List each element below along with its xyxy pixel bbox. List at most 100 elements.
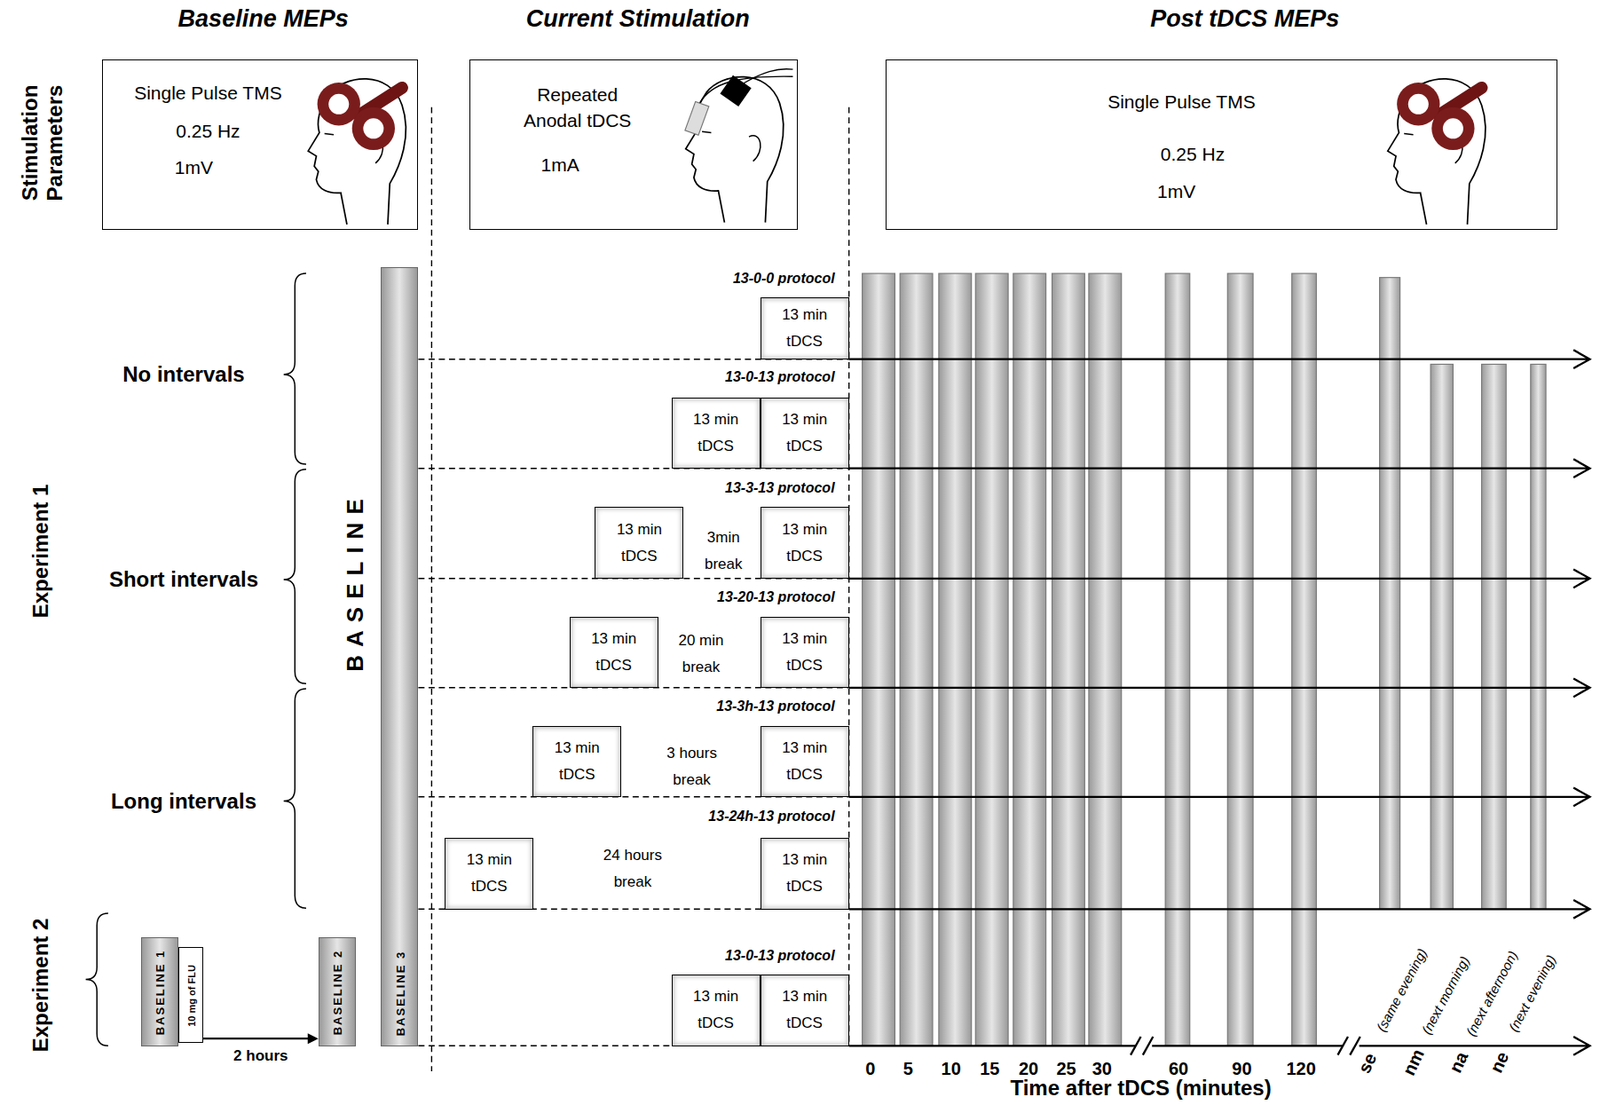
box-text: 13 min tDCS	[606, 516, 671, 570]
box-text: 13 min tDCS	[772, 301, 837, 355]
tick-label: 15	[979, 1057, 1000, 1079]
box-text: 13 min tDCS	[772, 734, 837, 789]
mep-bar	[1481, 363, 1507, 909]
axis-title: Time after tDCS (minutes)	[1009, 1075, 1271, 1101]
protocol-label: 13-3-13 protocol	[725, 480, 836, 497]
box-text: 13 min tDCS	[582, 625, 647, 679]
column-header: Post tDCS MEPs	[1150, 4, 1340, 32]
axis-break	[1130, 1036, 1361, 1056]
mep-bar	[1379, 277, 1401, 910]
time-note: (same evening)	[1372, 945, 1430, 1034]
tdcs-box: 13 min tDCS	[760, 297, 850, 360]
parameter-text: 1mV	[174, 154, 213, 181]
time-axis	[849, 568, 1591, 588]
tick-label: nm	[1398, 1046, 1429, 1080]
protocol-label: 13-0-13 protocol	[725, 947, 836, 964]
mep-bar	[1227, 273, 1254, 1046]
column-header: Current Stimulation	[526, 4, 750, 32]
parameter-text: 1mV	[1157, 177, 1196, 204]
brace	[283, 273, 307, 465]
mep-bar	[899, 273, 933, 1046]
protocol-label: 13-0-13 protocol	[725, 369, 836, 386]
parameter-text: Repeated Anodal tDCS	[515, 81, 640, 134]
stimulation-box: Single Pulse TMS0.25 Hz1mV	[102, 59, 418, 230]
break-label: 24 hours break	[598, 842, 668, 896]
row-header: Stimulation Parameters	[17, 76, 68, 210]
time-axis	[849, 1036, 1591, 1056]
parameter-text: 0.25 Hz	[1160, 141, 1225, 167]
protocol-label: 13-3h-13 protocol	[716, 698, 835, 715]
coil-wing	[317, 82, 361, 126]
coil-hole	[362, 118, 384, 139]
brace	[283, 688, 307, 908]
head-outline	[307, 78, 406, 225]
tick-label: 120	[1285, 1057, 1316, 1079]
connector	[203, 1032, 319, 1044]
coil-hole	[1442, 118, 1464, 139]
time-axis	[849, 787, 1591, 806]
mep-bar	[975, 273, 1009, 1046]
protocol-label: 13-0-0 protocol	[733, 270, 836, 287]
box-text: 13 min tDCS	[457, 846, 521, 900]
coil-wing	[1396, 82, 1440, 126]
connector-line	[203, 1037, 310, 1040]
mep-bar	[1013, 273, 1047, 1046]
braces	[86, 273, 307, 1046]
tdcs-box: 13 min tDCS	[569, 616, 659, 688]
bar-text: 10 mg of FLU	[186, 964, 198, 1027]
bar-text: BASELINE 1	[153, 948, 167, 1035]
protocol-label: 13-20-13 protocol	[717, 589, 835, 606]
experiment-label: Experiment 2	[28, 917, 54, 1052]
mep-bars	[862, 273, 1546, 1046]
connector-label: 2 hours	[233, 1047, 288, 1065]
mep-bar	[1052, 273, 1086, 1046]
tdcs-box: 13 min tDCS	[760, 397, 850, 468]
bar-text: BASELINE 3	[393, 949, 407, 1036]
protocol-label: 13-24h-13 protocol	[708, 808, 835, 825]
baseline-label: BASELINE	[341, 491, 370, 672]
break-label: 3min break	[699, 524, 749, 578]
group-label: Short intervals	[109, 567, 259, 592]
tdcs-box: 13 min tDCS	[760, 837, 850, 909]
cathode-electrode	[685, 101, 710, 135]
mep-bar	[862, 273, 896, 1046]
head-ear	[748, 135, 761, 162]
box-text: 13 min tDCS	[684, 983, 749, 1037]
group-label: Long intervals	[110, 788, 257, 814]
parameter-text: 0.25 Hz	[175, 118, 240, 144]
experiment-label: Experiment 1	[28, 484, 54, 619]
arrow-head	[307, 1032, 319, 1044]
tick-label: se	[1354, 1049, 1381, 1077]
box-text: 13 min tDCS	[772, 846, 837, 900]
tms-head	[1387, 78, 1486, 225]
tms-head	[307, 78, 406, 225]
tdcs-box: 13 min tDCS	[594, 506, 684, 578]
tdcs-box: 13 min tDCS	[760, 725, 850, 797]
parameter-text: 1mA	[541, 150, 580, 177]
drug-box: 10 mg of FLU	[178, 946, 204, 1043]
mep-bar	[1430, 363, 1453, 909]
head-outline	[1387, 78, 1486, 225]
box-text: 13 min tDCS	[544, 734, 609, 789]
brace	[283, 469, 307, 684]
head-eye	[701, 131, 711, 133]
tdcs-box: 13 min tDCS	[760, 974, 850, 1046]
tdcs-box: 13 min tDCS	[671, 397, 761, 468]
tick-label: na	[1445, 1048, 1474, 1077]
tdcs-box: 13 min tDCS	[760, 506, 850, 578]
dashed-divider	[431, 107, 849, 1072]
box-text: 13 min tDCS	[772, 516, 837, 570]
baseline-bar: BASELINE 1	[141, 937, 180, 1047]
coil-wing	[352, 107, 395, 150]
tdcs-box: 13 min tDCS	[444, 837, 534, 909]
group-label: No intervals	[122, 362, 245, 387]
box-text: 13 min tDCS	[772, 983, 837, 1037]
time-axes	[849, 349, 1591, 1055]
stimulation-box: Single Pulse TMS0.25 Hz1mV	[885, 59, 1558, 230]
box-text: 13 min tDCS	[772, 406, 837, 460]
time-axis	[849, 677, 1591, 697]
coil-hole	[1408, 94, 1429, 115]
tick-label: 5	[903, 1057, 914, 1079]
tick-label: 0	[865, 1057, 875, 1079]
coil-wing	[1431, 107, 1474, 150]
